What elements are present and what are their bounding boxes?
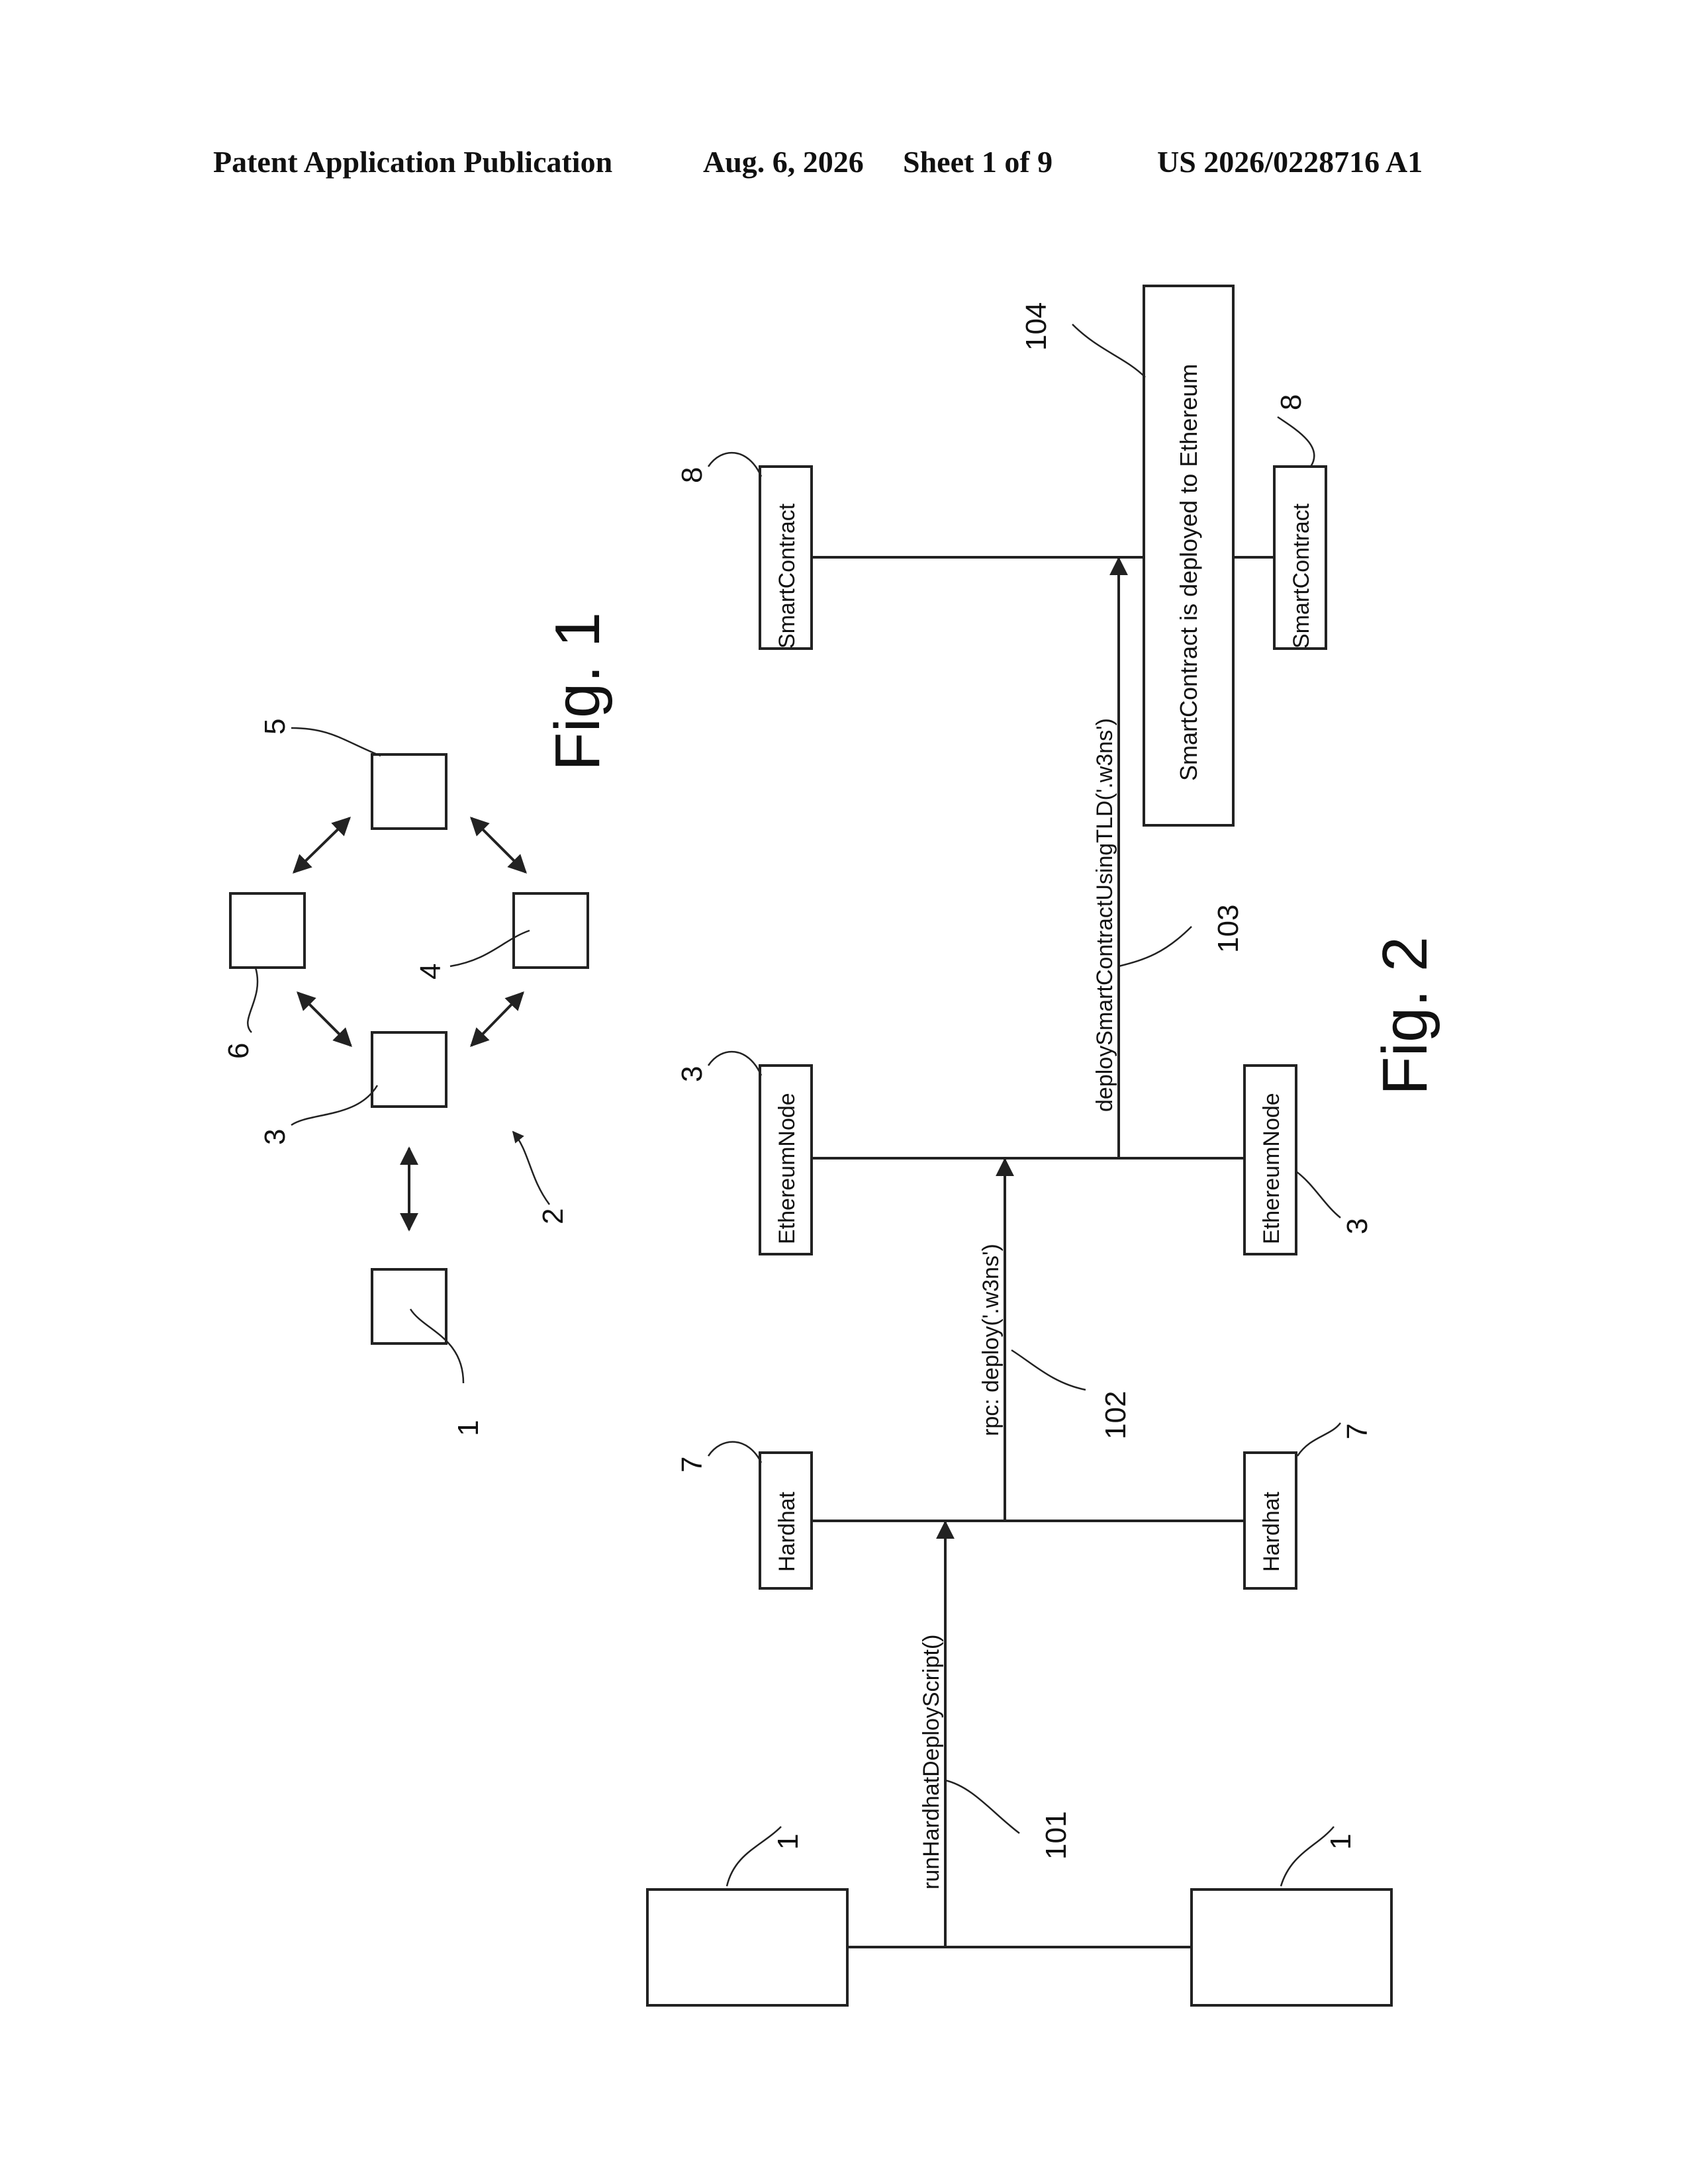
fig1-leader-2 xyxy=(513,1132,549,1205)
fig2-ref-8-right: 8 xyxy=(1275,394,1307,410)
fig2-ref-104: 104 xyxy=(1020,302,1053,351)
fig1-node-5 xyxy=(372,754,446,829)
fig2-ref-3-right: 3 xyxy=(1341,1218,1374,1234)
fig2-message-101-label: runHardhatDeployScript() xyxy=(919,1635,944,1890)
fig2-user-box-left xyxy=(647,1889,847,2005)
fig2-deployed-label: SmartContract is deployed to Ethereum xyxy=(1175,364,1202,781)
fig2-ref-103: 103 xyxy=(1212,905,1244,953)
fig1-leader-6 xyxy=(248,968,258,1032)
fig2-leader-103 xyxy=(1119,927,1192,966)
fig2-leader-8-right xyxy=(1278,417,1314,467)
fig2-ref-102: 102 xyxy=(1100,1391,1132,1439)
fig2-message-103-label: deploySmartContractUsingTLD('.w3ns') xyxy=(1092,718,1117,1112)
fig2-ref-3-left: 3 xyxy=(676,1066,708,1082)
fig1-node-1 xyxy=(372,1269,446,1343)
figure-2: runHardhatDeployScript() rpc: deploy('.w… xyxy=(647,286,1440,2005)
fig2-ref-1-right: 1 xyxy=(1325,1834,1357,1850)
fig1-ref-4: 4 xyxy=(414,964,447,979)
fig1-link-6-3 xyxy=(298,993,351,1046)
fig2-leader-8-left xyxy=(708,453,761,477)
fig2-node-label-left: EthereumNode xyxy=(774,1093,800,1244)
fig2-user-box-right xyxy=(1192,1889,1391,2005)
fig1-ref-2: 2 xyxy=(537,1208,569,1224)
fig2-ref-101: 101 xyxy=(1040,1811,1072,1860)
fig2-node-label-right: EthereumNode xyxy=(1259,1093,1284,1244)
fig2-contract-label-left: SmartContract xyxy=(774,503,800,649)
figure-1: 1 2 3 4 5 6 Fig. 1 xyxy=(222,612,613,1436)
fig2-hardhat-label-right: Hardhat xyxy=(1259,1491,1284,1572)
fig1-ref-6: 6 xyxy=(222,1043,255,1059)
fig2-message-102-label: rpc: deploy('.w3ns') xyxy=(978,1244,1004,1436)
fig2-leader-102 xyxy=(1011,1350,1086,1390)
fig1-ref-1: 1 xyxy=(452,1420,485,1436)
fig2-ref-7-left: 7 xyxy=(676,1457,708,1473)
fig1-leader-3 xyxy=(291,1085,377,1125)
fig1-link-5-4 xyxy=(471,818,526,872)
fig2-ref-7-right: 7 xyxy=(1341,1424,1374,1439)
fig2-hardhat-label-left: Hardhat xyxy=(774,1491,800,1572)
fig2-leader-7-right xyxy=(1297,1423,1340,1456)
fig1-leader-5 xyxy=(291,728,381,756)
fig2-ref-1-left: 1 xyxy=(772,1834,804,1850)
fig2-ref-8-left: 8 xyxy=(676,467,708,483)
fig1-link-3-4 xyxy=(471,993,523,1046)
fig2-leader-101 xyxy=(945,1780,1019,1833)
fig1-caption: Fig. 1 xyxy=(542,612,613,771)
fig1-ref-5: 5 xyxy=(259,719,291,735)
fig1-node-3 xyxy=(372,1032,446,1107)
fig2-caption: Fig. 2 xyxy=(1370,936,1440,1095)
fig2-leader-3-left xyxy=(708,1052,761,1075)
fig1-link-6-5 xyxy=(294,818,350,872)
fig2-contract-label-right: SmartContract xyxy=(1289,503,1314,649)
fig1-ref-3: 3 xyxy=(259,1129,291,1145)
fig1-node-4 xyxy=(514,893,588,968)
fig2-leader-7-left xyxy=(708,1442,761,1463)
fig2-leader-3-right xyxy=(1296,1171,1340,1218)
fig1-node-6 xyxy=(230,893,305,968)
fig2-leader-104 xyxy=(1072,324,1145,377)
